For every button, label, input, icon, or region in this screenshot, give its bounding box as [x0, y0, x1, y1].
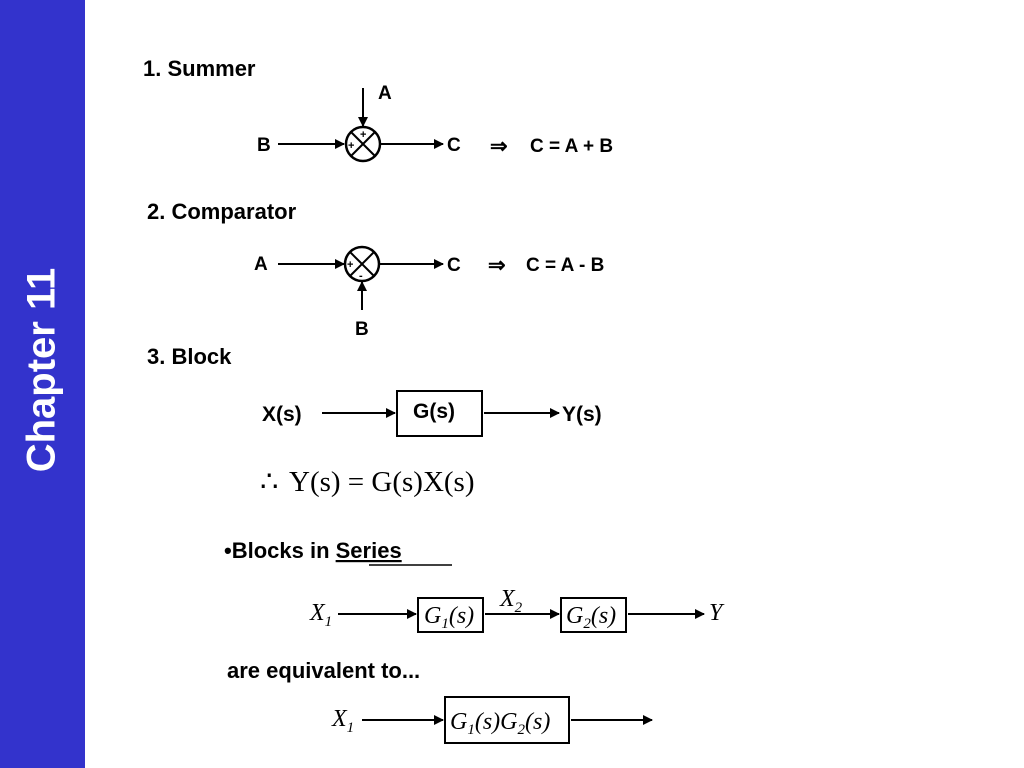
- summer-implies-symbol: ⇒: [490, 135, 508, 158]
- series-y-label: Y: [709, 600, 725, 626]
- block-equation: Y(s) = G(s)X(s): [289, 466, 474, 498]
- summer-heading: 1. Summer: [143, 56, 256, 81]
- equivalent-g1g2-box: [444, 696, 570, 744]
- comparator-result: C = A - B: [526, 255, 604, 276]
- series-g2-label: G2(s): [566, 603, 616, 632]
- series-g1-label: G1(s): [424, 603, 474, 632]
- series-underlined-word: Series: [336, 538, 402, 563]
- block-input-label: X(s): [262, 403, 302, 426]
- summer-input-b-label: B: [257, 135, 271, 156]
- summer-junction: [344, 125, 382, 163]
- block-therefore-symbol: ∴: [260, 466, 278, 498]
- block-transfer-box: [396, 390, 483, 437]
- equivalent-g1g2-label: G1(s)G2(s): [450, 709, 550, 738]
- series-x2-label: X2: [499, 586, 523, 616]
- comparator-sign-left: +: [347, 259, 353, 271]
- series-g1-box: [417, 597, 484, 633]
- block-transfer-label: G(s): [413, 400, 455, 423]
- comparator-input-b-label: B: [355, 319, 369, 340]
- series-bullet: •Blocks in Series: [224, 538, 402, 563]
- comparator-heading: 2. Comparator: [147, 199, 297, 224]
- summer-sign-left: +: [348, 140, 354, 152]
- summer-sign-top: +: [360, 129, 366, 141]
- comparator-sign-bottom: -: [359, 270, 363, 282]
- series-x1-label: X1: [309, 600, 332, 630]
- series-equivalent-text: are equivalent to...: [227, 658, 420, 683]
- series-g2-box: [560, 597, 627, 633]
- comparator-output-c-label: C: [447, 255, 461, 276]
- sidebar: Chapter 11: [0, 0, 85, 768]
- summer-input-a-label: A: [378, 83, 392, 104]
- summer-output-c-label: C: [447, 135, 461, 156]
- comparator-implies-symbol: ⇒: [488, 254, 506, 277]
- block-heading: 3. Block: [147, 344, 232, 369]
- block-output-label: Y(s): [562, 403, 602, 426]
- summer-result: C = A + B: [530, 136, 613, 157]
- equivalent-x1-label: X1: [331, 706, 354, 736]
- comparator-input-a-label: A: [254, 254, 268, 275]
